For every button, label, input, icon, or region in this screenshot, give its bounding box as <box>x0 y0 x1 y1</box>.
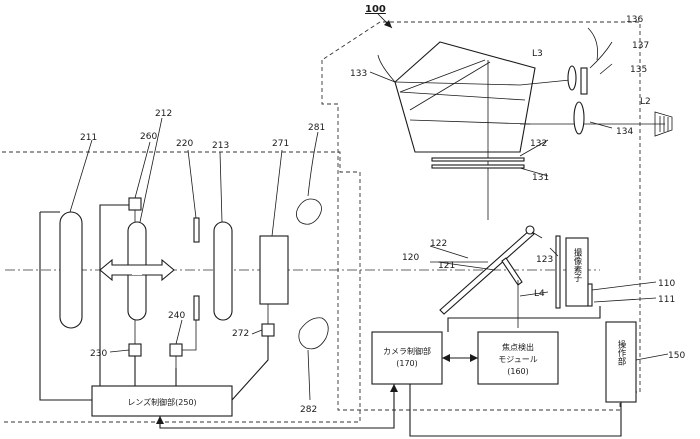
wire-272 <box>231 336 269 401</box>
ref-150: 150 <box>668 351 685 361</box>
operation-unit-label: 操作部 <box>616 339 626 366</box>
ref-240: 240 <box>168 311 185 321</box>
ref-132: 132 <box>530 139 547 149</box>
prism-ray-4 <box>409 61 491 111</box>
sensor-board-111 <box>587 283 593 307</box>
shutter-123 <box>555 235 561 309</box>
position-sensor-260 <box>128 197 142 211</box>
driver-272 <box>261 323 275 337</box>
ref-212: 212 <box>155 109 172 119</box>
ref-135: 135 <box>630 65 647 75</box>
ref-L4: L4 <box>534 289 545 299</box>
aperture-blade-lower <box>193 295 200 321</box>
leaders-prism <box>369 27 613 83</box>
wire-sensor-camera <box>447 306 601 332</box>
link-camera-focus-arrows <box>442 354 478 362</box>
eye-shading <box>659 116 669 132</box>
eye-icon <box>654 111 673 137</box>
ref-134: 134 <box>616 127 633 137</box>
lens-control-box <box>91 385 233 417</box>
lens-control-label: レンズ制御部(250) <box>127 397 196 407</box>
focusing-screen-132 <box>431 157 525 162</box>
eyepiece-lens-134 <box>573 101 585 135</box>
leaders-sensor <box>519 281 657 303</box>
finger-282 <box>298 317 329 350</box>
camera-body-outline <box>321 21 641 411</box>
ref-122: 122 <box>430 239 447 249</box>
ref-L3: L3 <box>532 49 543 59</box>
ref-211: 211 <box>80 133 97 143</box>
driver-230 <box>128 343 142 357</box>
camera-control-box <box>371 331 443 385</box>
title-label: 100 <box>365 4 386 15</box>
focus-detection-line1: 焦点検出 <box>502 342 534 352</box>
link-240 <box>175 320 197 368</box>
ref-136: 136 <box>626 15 643 25</box>
prism-ray-3 <box>399 91 526 101</box>
arrow-to-lens-control <box>156 416 164 424</box>
ref-111: 111 <box>658 295 675 305</box>
camera-control-label: カメラ制御部 <box>383 346 431 356</box>
driver-240 <box>169 343 183 357</box>
eyepiece-lens-136 <box>567 65 577 91</box>
display-element-137 <box>580 67 588 95</box>
ref-213: 213 <box>212 141 229 151</box>
leaders-lens <box>69 117 319 237</box>
ref-137: 137 <box>632 41 649 51</box>
ref-110: 110 <box>658 279 675 289</box>
ref-220: 220 <box>176 139 193 149</box>
wire-260 <box>99 204 129 212</box>
wire-211 <box>39 212 92 401</box>
condenser-plate-131 <box>431 164 525 169</box>
sub-mirror-121 <box>501 257 523 286</box>
element-271 <box>259 235 289 305</box>
prism-ray-1 <box>394 81 521 86</box>
ref-133: 133 <box>350 69 367 79</box>
ref-120: 120 <box>402 253 419 263</box>
arrow-to-camera-control <box>390 384 398 392</box>
focus-detection-box <box>477 331 559 385</box>
lens-barrel-outline <box>2 151 361 423</box>
focus-detection-line2: モジュール <box>498 355 537 364</box>
prism-ray-5 <box>409 119 531 125</box>
leaders-bottom <box>109 319 669 401</box>
title-arrowhead <box>384 20 392 28</box>
leaders-screen <box>519 121 613 177</box>
ref-272: 272 <box>232 329 249 339</box>
focus-detection-number: (160) <box>507 367 529 376</box>
ref-281: 281 <box>308 123 325 133</box>
ref-282: 282 <box>300 405 317 415</box>
ref-260: 260 <box>140 132 157 142</box>
camera-control-number: (170) <box>396 359 418 368</box>
pentaprism <box>394 41 536 153</box>
leaders-mirror <box>429 231 559 271</box>
ray-L3 <box>519 79 571 86</box>
imaging-element-label: 撮像素子 <box>572 247 582 282</box>
main-mirror-122 <box>439 229 535 315</box>
prism-ray-2 <box>399 59 486 93</box>
imaging-element-box <box>565 237 589 307</box>
wire-camera-operation <box>409 384 622 437</box>
lens-213 <box>213 221 233 321</box>
ref-121: 121 <box>438 261 455 271</box>
ref-123: 123 <box>536 255 553 265</box>
finger-281 <box>296 198 322 225</box>
ref-L2: L2 <box>640 97 651 107</box>
ref-230: 230 <box>90 349 107 359</box>
ref-131: 131 <box>532 173 549 183</box>
arrow-center <box>132 266 142 275</box>
lens-211 <box>59 211 83 329</box>
ref-271: 271 <box>272 139 289 149</box>
aperture-blade-upper <box>193 217 200 243</box>
